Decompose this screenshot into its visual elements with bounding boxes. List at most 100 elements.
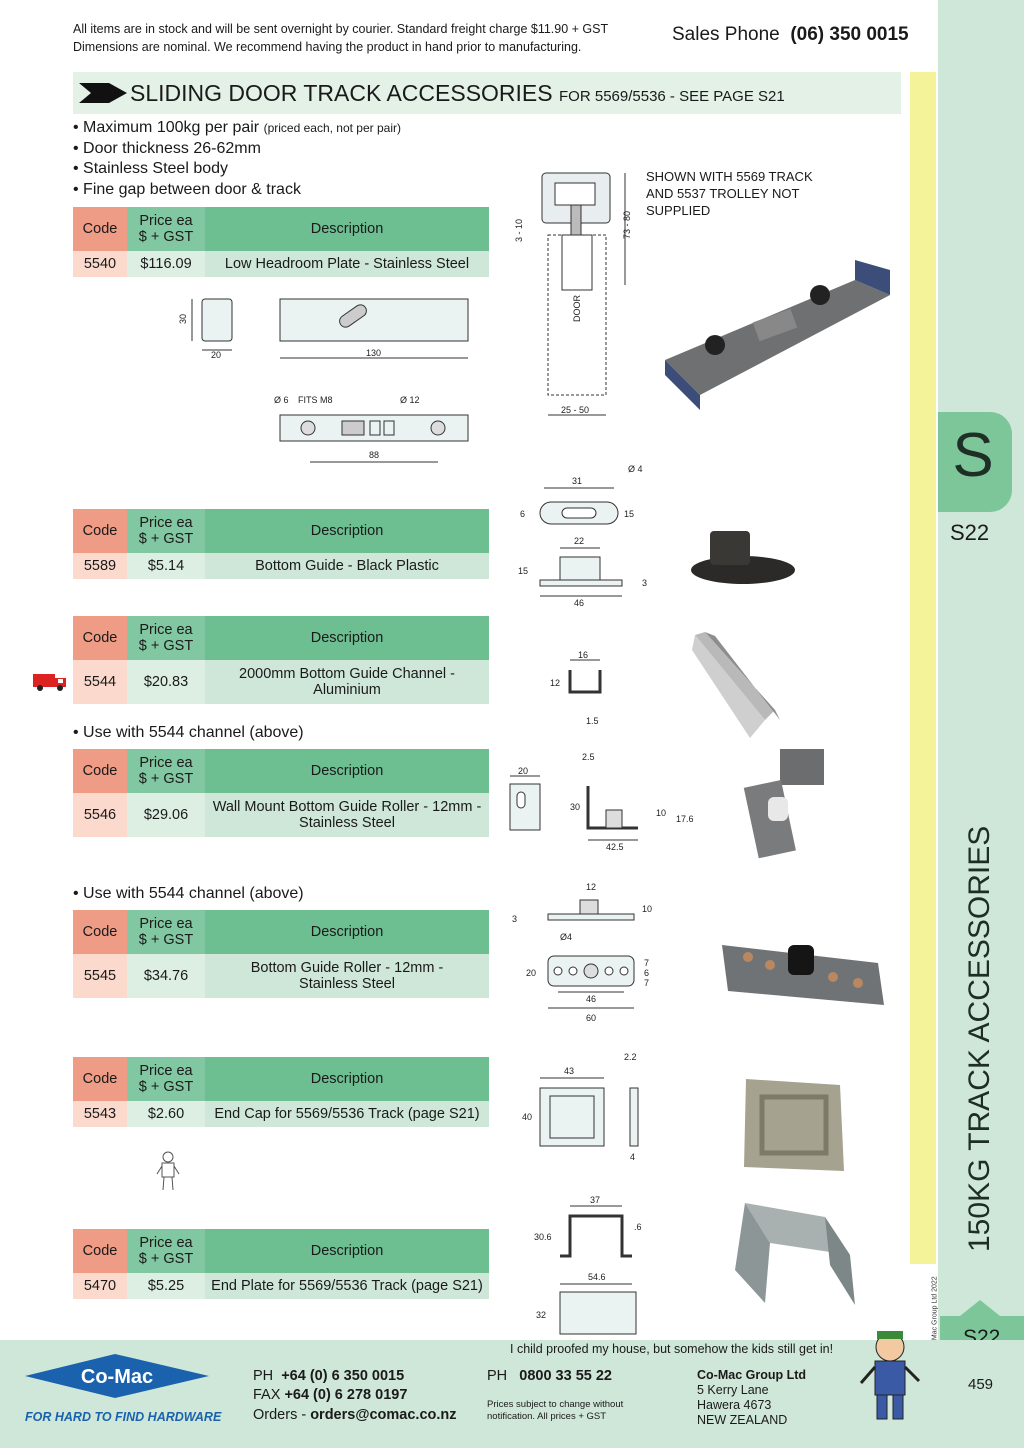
dim-15a: 15 [624, 509, 634, 519]
handyman-sketch-icon [156, 1151, 180, 1191]
delivery-truck-icon [33, 674, 66, 691]
product-description: End Plate for 5569/5536 Track (page S21) [205, 1273, 489, 1299]
sales-phone-number[interactable]: (06) 350 0015 [790, 24, 909, 45]
product-code: 5540 [73, 251, 127, 277]
sales-phone: Sales Phone (06) 350 0015 [672, 24, 909, 46]
product-code: 5589 [73, 553, 127, 579]
dim-20: 20 [526, 968, 536, 978]
orders-email[interactable]: orders@comac.co.nz [310, 1407, 457, 1423]
bottom-tab-arrow [960, 1300, 1000, 1316]
dim-32: 32 [536, 1310, 546, 1320]
product-description: Wall Mount Bottom Guide Roller - 12mm - … [205, 793, 489, 837]
dim-3: 3 [512, 914, 517, 924]
feature-item: • Maximum 100kg per pair (priced each, n… [73, 118, 401, 139]
description-header: Description [205, 749, 489, 793]
drawing-5543: 43 40 2.2 4 [522, 1052, 639, 1162]
description-header: Description [205, 1057, 489, 1101]
drawing-5544: 16 12 1.5 [550, 650, 602, 726]
product-price: $29.06 [127, 793, 205, 837]
right-sidebar [938, 0, 1024, 1340]
section-header [73, 72, 901, 114]
price-header: Price ea$ + GST [127, 749, 205, 793]
dim-73-80: 73 - 80 [622, 211, 632, 239]
description-header: Description [205, 616, 489, 660]
code-header: Code [73, 1057, 127, 1101]
section-tab[interactable] [938, 412, 1012, 512]
dim-height: 30 [178, 314, 188, 324]
dim-17-6: 17.6 [676, 814, 694, 824]
note-line: SUPPLIED [646, 203, 711, 218]
freephone-number[interactable]: 0800 33 55 22 [519, 1368, 612, 1384]
price-header: Price ea$ + GST [127, 616, 205, 660]
price-header: Price ea$ + GST [127, 1057, 205, 1101]
price-header: Price ea$ + GST [127, 509, 205, 553]
orders-label: Orders - [253, 1407, 307, 1423]
dim-25-50: 25 - 50 [561, 405, 589, 415]
product-price: $5.25 [127, 1273, 205, 1299]
drawing-5545: 12 3 10 Ø4 20 7 6 7 46 60 [512, 882, 652, 1023]
dim-2-2: 2.2 [624, 1052, 637, 1062]
feature-list: • Maximum 100kg per pair (priced each, n… [73, 118, 401, 200]
yellow-strip [910, 72, 936, 1264]
dim-37: 37 [590, 1195, 600, 1205]
dim-60: 60 [586, 1013, 596, 1023]
product-description: 2000mm Bottom Guide Channel - Aluminium [205, 660, 489, 704]
feature-item: • Door thickness 26-62mm [73, 139, 261, 157]
dim-4: 4 [630, 1152, 635, 1162]
description-header: Description [205, 910, 489, 954]
drawing-5546: 20 2.5 30 10 17.6 42.5 [509, 752, 694, 852]
low-headroom-plate-photo [665, 260, 890, 410]
product-price: $34.76 [127, 954, 205, 998]
product-description: Low Headroom Plate - Stainless Steel [205, 251, 489, 277]
dim-46: 46 [574, 598, 584, 608]
end-plate-photo [735, 1203, 855, 1305]
drawing-5540: 30 20 130 Ø 6 FITS M8 Ø 12 88 [178, 298, 469, 463]
ph-label: PH [253, 1368, 274, 1384]
fax-line: FAX +64 (0) 6 278 0197 [253, 1387, 407, 1403]
dim-42-5: 42.5 [606, 842, 624, 852]
fax-number[interactable]: +64 (0) 6 278 0197 [284, 1387, 408, 1403]
section-page-code: S22 [950, 520, 990, 545]
wall-mount-roller-photo [743, 749, 824, 859]
dim-16: 16 [578, 650, 588, 660]
ph-number[interactable]: +64 (0) 6 350 0015 [281, 1368, 405, 1384]
dim-d6: Ø 6 [274, 395, 289, 405]
company-name: Co-Mac Group Ltd [697, 1368, 807, 1382]
prices-note: Prices subject to change without notific… [487, 1399, 623, 1423]
dim-10: 10 [642, 904, 652, 914]
dim-54-6: 54.6 [588, 1272, 606, 1282]
product-price: $20.83 [127, 660, 205, 704]
ph2-label: PH [487, 1368, 508, 1384]
section-title-main: SLIDING DOOR TRACK ACCESSORIES [130, 80, 553, 106]
dim-31: 31 [572, 476, 582, 486]
dim-2-5: 2.5 [582, 752, 595, 762]
joke-text: I child proofed my house, but somehow th… [510, 1342, 834, 1356]
dim-22: 22 [574, 536, 584, 546]
product-price: $5.14 [127, 553, 205, 579]
dim-width: 20 [211, 350, 221, 360]
dim-43: 43 [564, 1066, 574, 1076]
code-header: Code [73, 509, 127, 553]
dim-3-10: 3 - 10 [514, 219, 524, 242]
address-line: Hawera 4673 [697, 1398, 772, 1412]
description-header: Description [205, 509, 489, 553]
product-code: 5545 [73, 954, 127, 998]
comac-logo: Co-Mac [25, 1354, 209, 1398]
dim-6: 6 [520, 509, 525, 519]
end-cap-photo [744, 1079, 844, 1171]
freephone-line: PH 0800 33 55 22 [487, 1368, 612, 1384]
mascot-icon [859, 1331, 921, 1420]
guide-channel-photo [692, 632, 780, 738]
drawing-5470: 37 30.6 .6 54.6 32 [534, 1195, 642, 1335]
door-label: DOOR [572, 294, 582, 322]
section-title-sub: FOR 5569/5536 - SEE PAGE S21 [559, 88, 785, 105]
description-header: Description [205, 1229, 489, 1273]
code-header: Code [73, 1229, 127, 1273]
dim-1-5: 1.5 [586, 716, 599, 726]
dim-10: 10 [656, 808, 666, 818]
dim-40: 40 [522, 1112, 532, 1122]
fax-label: FAX [253, 1387, 281, 1403]
